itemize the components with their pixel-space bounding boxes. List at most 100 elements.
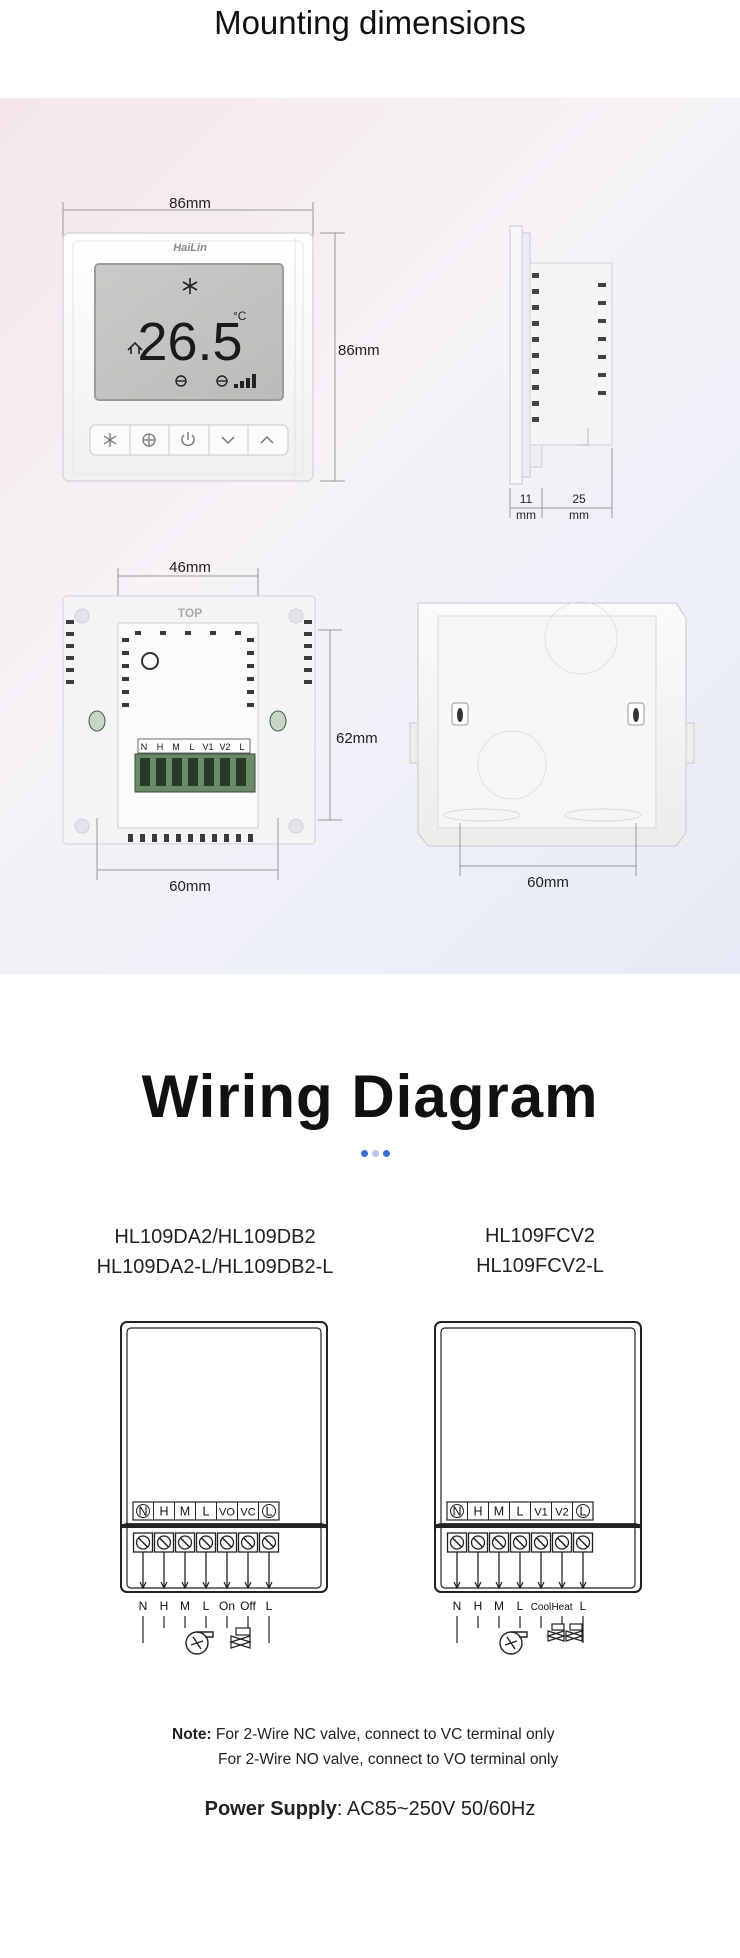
right-wire-label: M: [494, 1599, 504, 1613]
right-wire-label: L: [580, 1599, 587, 1613]
lcd-signal-bars-icon: [234, 374, 256, 388]
left-fan-motor-icon: [185, 1631, 214, 1655]
svg-text:V2: V2: [219, 742, 230, 752]
mounting-dimensions-title: Mounting dimensions: [214, 4, 526, 41]
button-strip: [89, 424, 289, 456]
side-depth-dimension: [509, 448, 613, 518]
power-label: Power Supply: [204, 1798, 337, 1820]
svg-text:L: L: [189, 742, 194, 752]
right-fan-motor-icon: [499, 1631, 528, 1655]
left-terminal-strip: [132, 1501, 280, 1521]
svg-text:N: N: [141, 742, 148, 752]
lcd-unit: °C: [233, 309, 247, 323]
lcd-temperature: 26.5: [137, 312, 242, 372]
right-terminal-label: L: [580, 1505, 587, 1519]
left-wire-label: H: [160, 1599, 169, 1613]
right-wire-label: L: [517, 1599, 524, 1613]
svg-text:L: L: [239, 742, 244, 752]
left-wire-label: N: [139, 1599, 148, 1613]
fan-speed-button[interactable]: [142, 433, 156, 447]
back-module-height-dimension: [318, 629, 342, 821]
left-terminal-label: L: [203, 1505, 210, 1519]
svg-text:V1: V1: [202, 742, 213, 752]
right-model-names: HL109FCV2 HL109FCV2-L: [400, 1221, 680, 1281]
side-depth-b-unit: mm: [569, 508, 589, 522]
left-wire-label: L: [203, 1599, 210, 1613]
box-hole-spacing-label: 60mm: [527, 874, 569, 891]
right-terminal-label: V2: [555, 1507, 568, 1519]
front-height-dimension: [320, 232, 345, 482]
mode-snowflake-button[interactable]: [103, 433, 117, 447]
front-height-label: 86mm: [338, 342, 380, 359]
power-button[interactable]: [181, 432, 195, 447]
power-supply: Power Supply: AC85~250V 50/60Hz: [0, 1798, 740, 1821]
right-terminal-label: M: [494, 1505, 504, 1519]
lcd-fan-icon: [175, 375, 228, 387]
thermostat-front-view: HaiLin 26.5 °C: [62, 232, 314, 482]
right-heat-valve-icon: [563, 1623, 585, 1642]
side-depth-b-label: 25: [572, 492, 586, 506]
front-width-label: 86mm: [169, 195, 211, 212]
lcd-home-icon: [127, 341, 143, 354]
left-terminal-label: M: [180, 1505, 190, 1519]
right-terminal-label: L: [517, 1505, 524, 1519]
left-terminal-label: N: [138, 1505, 147, 1519]
back-terminal-labels: N H M L V1 V2 L: [137, 738, 251, 754]
right-terminal-label: N: [452, 1505, 461, 1519]
left-wire-label: L: [266, 1599, 273, 1613]
left-terminal-screws: [132, 1532, 280, 1553]
brand-logo: HaiLin: [173, 242, 207, 254]
left-wire-label: Off: [240, 1599, 256, 1613]
note-label: Note:: [172, 1726, 212, 1743]
wiring-note: Note: For 2-Wire NC valve, connect to VC…: [172, 1722, 558, 1772]
right-cool-valve-icon: [545, 1623, 567, 1642]
divider-dot: [361, 1150, 368, 1157]
left-terminal-ring: [262, 1504, 276, 1518]
left-terminal-label: VO: [219, 1507, 235, 1519]
left-terminal-label: VC: [240, 1507, 255, 1519]
dimension-drawings: 86mm 86mm HaiLin: [62, 195, 695, 895]
up-arrow-button[interactable]: [260, 435, 274, 444]
left-model-names: HL109DA2/HL109DB2 HL109DA2-L/HL109DB2-L: [70, 1222, 360, 1282]
right-model-line1: HL109FCV2: [484, 1225, 596, 1247]
left-valve-icon: [229, 1627, 252, 1649]
right-terminal-screws: [446, 1532, 594, 1553]
wall-mounting-box: [409, 601, 695, 847]
svg-text:H: H: [157, 742, 164, 752]
divider-dot: [372, 1150, 379, 1157]
right-model-line2: HL109FCV2-L: [476, 1255, 604, 1277]
back-module-width-label: 46mm: [169, 559, 211, 576]
lcd-snowflake-icon: [182, 278, 198, 294]
right-terminal-label: H: [473, 1505, 482, 1519]
mounting-dimensions-panel: 86mm 86mm HaiLin: [0, 98, 740, 974]
right-wire-label: Heat: [551, 1602, 572, 1613]
left-terminal-ring: [136, 1504, 150, 1518]
note-line1: For 2-Wire NC valve, connect to VC termi…: [215, 1726, 555, 1743]
left-model-line1: HL109DA2/HL109DB2: [114, 1226, 316, 1248]
right-terminal-label: V1: [534, 1507, 547, 1519]
side-depth-a-unit: mm: [516, 508, 536, 522]
divider-dot: [383, 1150, 390, 1157]
right-terminal-ring: [450, 1504, 464, 1518]
right-wire-label: Cool: [531, 1602, 552, 1613]
back-top-label: TOP: [178, 606, 202, 620]
left-wire-label: M: [180, 1599, 190, 1613]
left-wire-label: On: [219, 1599, 235, 1613]
back-module-height-label: 62mm: [336, 730, 378, 747]
left-terminal-label: H: [159, 1505, 168, 1519]
side-depth-a-label: 11: [520, 492, 533, 506]
note-line2: For 2-Wire NO valve, connect to VO termi…: [218, 1751, 559, 1768]
left-terminal-label: L: [266, 1505, 273, 1519]
back-hole-spacing-dimension: [96, 818, 279, 880]
right-wire-label: N: [453, 1599, 462, 1613]
thermostat-back-view: TOP: [62, 595, 316, 845]
down-arrow-button[interactable]: [221, 436, 235, 445]
wiring-diagram-title: Wiring Diagram: [141, 1063, 599, 1130]
left-model-line2: HL109DA2-L/HL109DB2-L: [96, 1256, 334, 1278]
